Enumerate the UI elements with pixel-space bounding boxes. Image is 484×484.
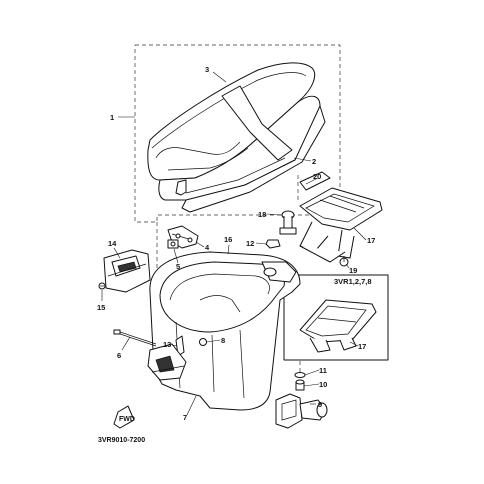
drawing-code: 3VR9010-7200 — [98, 437, 145, 444]
fwd-arrow: FWD — [113, 405, 135, 429]
callout-10: 10 — [319, 380, 327, 389]
variant-label: 3VR1,2,7,8 — [334, 277, 372, 286]
callout-11: 11 — [319, 366, 327, 375]
callout-17-upper: 17 — [367, 236, 375, 245]
rear-carrier-upper — [299, 171, 383, 263]
callout-7: 7 — [183, 413, 187, 422]
nut-12 — [265, 239, 281, 249]
callout-4: 4 — [205, 243, 210, 252]
grommet-10 — [295, 379, 305, 391]
leader-lines — [101, 71, 367, 416]
bolt-6 — [113, 329, 157, 347]
storage-box — [149, 251, 301, 411]
callout-8: 8 — [221, 336, 225, 345]
callout-15: 15 — [97, 303, 105, 312]
callout-20: 20 — [313, 172, 321, 181]
callout-1: 1 — [110, 113, 114, 122]
seat-assembly-box — [134, 44, 341, 223]
cover-14 — [103, 249, 151, 293]
seat-lock-9 — [275, 393, 328, 429]
callout-18: 18 — [258, 210, 266, 219]
bolt-18 — [279, 210, 297, 235]
callout-6: 6 — [117, 351, 121, 360]
callout-9: 9 — [318, 400, 322, 409]
callout-14: 14 — [108, 239, 117, 248]
callout-2: 2 — [312, 157, 316, 166]
latch-mechanism — [147, 343, 187, 381]
callout-17-variant: 17 — [358, 342, 366, 351]
callout-5: 5 — [176, 262, 180, 271]
washer-11 — [294, 372, 306, 378]
callout-3: 3 — [205, 65, 209, 74]
screw-15 — [98, 282, 106, 290]
bolt-8 — [199, 338, 207, 346]
fwd-label: FWD — [119, 416, 135, 423]
bolt-5 — [167, 239, 179, 249]
callout-13: 13 — [163, 340, 171, 349]
seat-illustration — [147, 62, 326, 213]
callout-19: 19 — [349, 266, 357, 275]
callout-labels: 1 2 3 4 5 6 7 8 9 10 11 12 13 14 15 16 1… — [97, 65, 375, 422]
rear-carrier-variant — [299, 299, 377, 353]
callout-16: 16 — [224, 235, 232, 244]
callout-12: 12 — [246, 239, 254, 248]
